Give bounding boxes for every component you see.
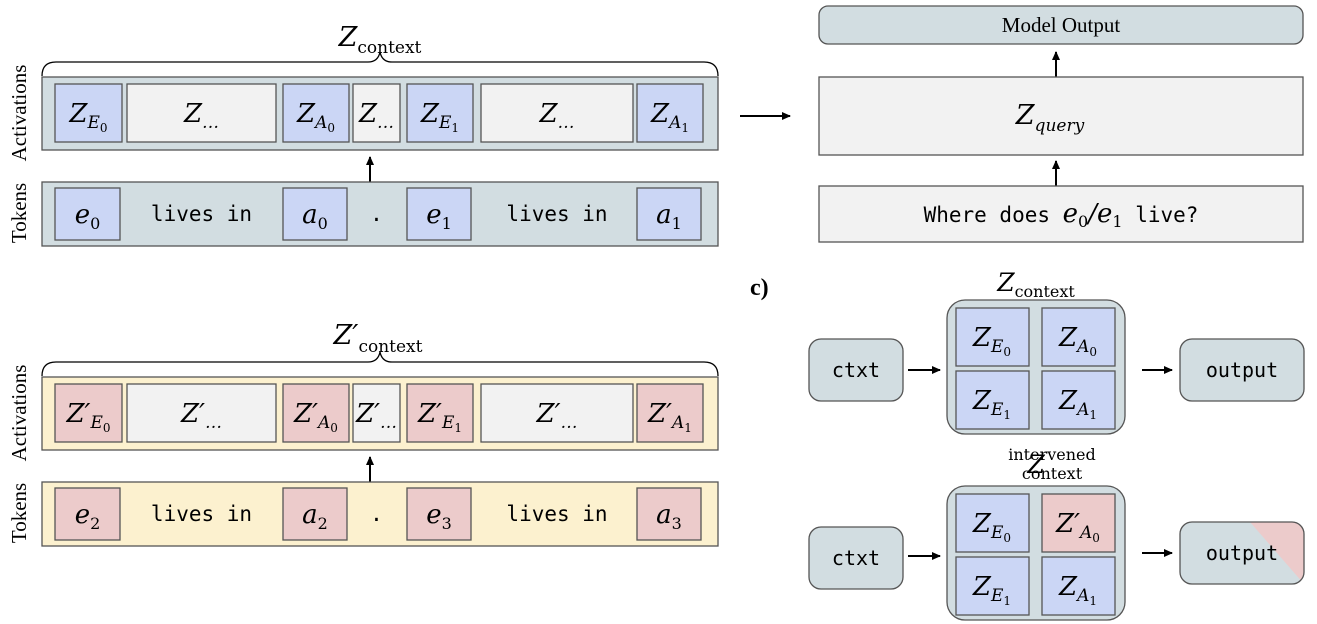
activation-label: ZA1: [650, 99, 689, 135]
activation-label: Z…: [183, 99, 219, 133]
activation-cell: [352, 83, 401, 143]
token-cell: [406, 487, 472, 541]
token-cell: [54, 487, 121, 541]
zquery-box: [818, 76, 1304, 156]
token-label: a2: [302, 500, 328, 533]
activation-label: Z′…: [355, 399, 397, 433]
activation-cell: [54, 383, 123, 443]
token-label: lives in: [151, 202, 252, 226]
grid-cell: [1041, 307, 1116, 367]
grid-cell-label: ZE0: [972, 509, 1011, 545]
activation-cell: [54, 83, 123, 143]
brace-label: Zcontext: [338, 22, 422, 58]
activation-cell: [282, 83, 350, 143]
grid-cell-label: ZE1: [972, 386, 1011, 422]
row-label-activations-b: Activations: [7, 365, 31, 462]
token-label: a1: [656, 200, 682, 233]
token-label: e3: [426, 500, 452, 533]
token-cell: [54, 187, 121, 241]
token-label: e2: [75, 500, 101, 533]
token-strip-b: [41, 481, 719, 547]
token-label: a0: [302, 200, 328, 233]
grid-cell-label: ZE0: [972, 323, 1011, 359]
activation-label: Z′A1: [647, 399, 692, 435]
token-cell: [636, 187, 702, 241]
token-label: .: [370, 502, 383, 526]
top-grid-title: Zcontext: [996, 268, 1075, 301]
query-stack: Model Output Zquery Where does e0/e1 liv…: [818, 5, 1304, 243]
grid-cell: [1041, 493, 1116, 553]
output-label-bottom: output: [1206, 541, 1278, 565]
token-strip: [41, 181, 719, 247]
token-label: lives in: [151, 502, 252, 526]
activation-cell: [352, 383, 401, 443]
output-label-top: output: [1206, 358, 1278, 382]
activation-label: Z…: [358, 99, 394, 133]
panel-b: Z′context Activations Tokens Z′E0 Z′… Z′A0…: [7, 320, 719, 547]
question-text: Where does e0/e1 live?: [924, 199, 1199, 231]
model-output-box: [818, 5, 1304, 45]
activation-cell: [282, 383, 350, 443]
activation-cell: [126, 83, 277, 143]
activation-cell: [636, 83, 704, 143]
activation-label: ZE0: [68, 99, 107, 135]
token-label: lives in: [506, 202, 607, 226]
grid-cell-label: ZA0: [1058, 323, 1097, 359]
ctxt-box-bottom: [808, 526, 904, 590]
grid-cell: [955, 556, 1030, 616]
activation-cell: [126, 383, 277, 443]
context-prime-brace: [41, 351, 719, 377]
activation-label: ZE1: [420, 99, 459, 135]
activation-cell: [406, 383, 474, 443]
activation-label: Z…: [538, 99, 574, 133]
brace-prime-label: Z′context: [333, 320, 423, 357]
ctxt-label-top: ctxt: [832, 358, 880, 382]
grid-cell-label: ZA1: [1058, 572, 1097, 608]
activation-label: Z′E0: [65, 399, 110, 435]
token-cell: [406, 187, 472, 241]
grid-cell-label: ZA1: [1058, 386, 1097, 422]
ctxt-box-top: [808, 338, 904, 402]
model-output-text: Model Output: [1002, 13, 1121, 37]
grid-cell: [955, 307, 1030, 367]
token-label: e0: [75, 200, 101, 233]
activation-cell: [480, 383, 634, 443]
activation-label: ZA0: [296, 99, 335, 135]
token-label: a3: [656, 500, 682, 533]
grid-cell: [1041, 370, 1116, 430]
grid-cell-label: Z′A0: [1055, 509, 1100, 545]
activation-label: Z′…: [536, 399, 578, 433]
zquery-text: Zquery: [1015, 100, 1085, 136]
grid-cell: [955, 370, 1030, 430]
token-cell: [282, 187, 348, 241]
output-box-top: [1179, 338, 1305, 402]
grid-cell-label: ZE1: [972, 572, 1011, 608]
activation-cell: [406, 83, 474, 143]
activation-cell: [480, 83, 634, 143]
panel-a: Zcontext Activations Tokens ZE0 Z… ZA0 Z… ZE…: [7, 22, 791, 247]
token-cell: [282, 487, 348, 541]
activation-label: Z′A0: [293, 399, 338, 435]
row-label-activations: Activations: [7, 65, 31, 162]
token-cell: [636, 487, 702, 541]
row-label-tokens: Tokens: [7, 183, 31, 243]
ctxt-label-bottom: ctxt: [832, 546, 880, 570]
row-label-tokens-b: Tokens: [7, 483, 31, 543]
activation-label: Z′…: [180, 399, 222, 433]
context-brace: [41, 51, 719, 77]
activation-cell: [636, 383, 704, 443]
activation-label: Z′E1: [417, 399, 462, 435]
panel-c-label: c): [750, 275, 769, 301]
token-label: lives in: [506, 502, 607, 526]
question-box: [818, 185, 1304, 243]
grid-cell: [1041, 556, 1116, 616]
token-label: e1: [426, 200, 452, 233]
grid-cell: [955, 493, 1030, 553]
output-box-bottom: [1179, 521, 1305, 585]
token-label: .: [370, 202, 383, 226]
